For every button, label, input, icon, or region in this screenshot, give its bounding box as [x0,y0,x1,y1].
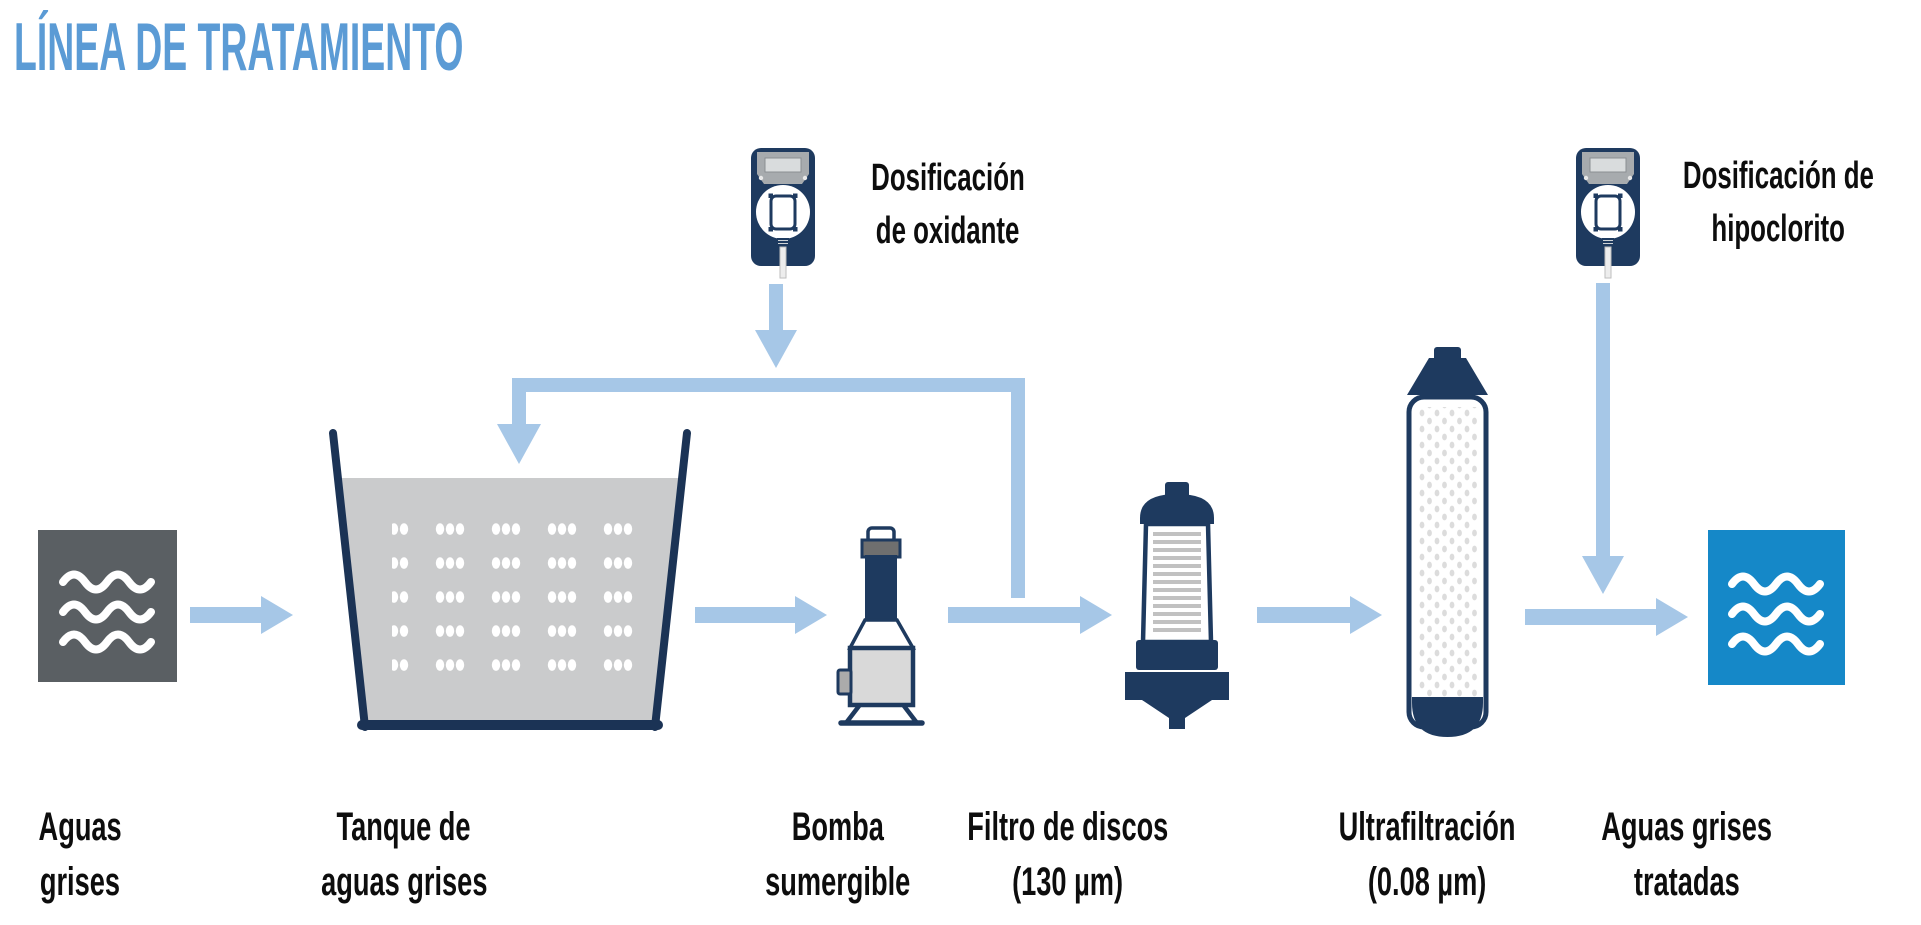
hypochlorite-dosing-pump-icon [1576,148,1640,279]
filter-knob [1165,482,1189,498]
label-bomba: Bomba sumergible [658,800,1018,910]
flow-arrow-2-shaft [695,607,797,623]
pump-shoulder [847,618,917,650]
label-line: Filtro de discos [967,805,1169,849]
oxidant-dosing-arrow-head [755,330,797,368]
recirculation-line-horizontal [512,378,1025,392]
dosing-pump-valve-lines [1603,240,1613,244]
oxidant-dosing-pump-icon [751,148,815,279]
uf-bottom-cap [1412,697,1483,737]
recirculation-arrow-head [497,424,541,464]
dosing-pump-tube [1604,246,1612,279]
label-line: sumergible [765,860,911,904]
flow-arrow-4-head [1350,596,1382,634]
pump-outlet [836,668,853,696]
submersible-pump-icon [836,526,925,726]
greywater-source-icon [38,530,177,682]
water-waves-icon [1728,572,1824,656]
page-title: LÍNEA DE TRATAMIENTO [14,8,831,86]
recirculation-line-vertical [1011,378,1025,598]
dosing-pump-head [756,185,810,239]
label-line: (130 µm) [1012,860,1124,904]
flow-arrow-3-shaft [948,607,1082,623]
recirculation-line-drop [512,390,526,424]
flow-arrow-4-shaft [1257,607,1352,623]
oxidant-dosing-arrow-shaft [769,284,783,330]
label-aguas-grises: Aguas grises [0,800,260,910]
filter-base-bar [1125,672,1229,700]
dosing-pump-head [1581,185,1635,239]
dosing-pump-screen [764,157,802,173]
dosing-pump-head-frame [1594,194,1622,231]
label-line: Ultrafiltración [1338,805,1516,849]
label-line: hipoclorito [1711,208,1845,250]
filter-base-stub [1142,700,1212,729]
label-line: aguas grises [320,860,488,904]
label-line: (0.08 µm) [1367,860,1487,904]
flow-arrow-3-head [1080,596,1112,634]
label-line: grises [39,860,121,904]
label-line: Dosificación de [1682,155,1874,197]
tank-icon [329,429,691,731]
flow-arrow-5-shaft [1525,609,1658,625]
label-filtro: Filtro de discos (130 µm) [888,800,1248,910]
pump-cap [860,538,902,559]
filter-collar [1136,640,1218,670]
ultrafiltration-icon [1406,347,1489,737]
uf-knob [1434,347,1461,361]
label-ultrafiltracion: Ultrafiltración (0.08 µm) [1247,800,1607,910]
label-dosificacion-hipoclorito: Dosificación de hipoclorito [1598,150,1921,256]
treated-water-icon [1708,530,1845,685]
dosing-pump-screw [1583,175,1589,181]
water-waves-icon [59,570,155,654]
pump-body [847,645,916,708]
dosing-pump-valve [1602,238,1614,247]
dosing-pump-valve-lines [778,240,788,244]
pump-legs [838,703,925,726]
label-line: Bomba [791,805,885,849]
dosing-pump-screen [1589,157,1627,173]
dosing-pump-screw [802,175,808,181]
label-line: de oxidante [876,210,1020,252]
tank-walls [329,429,691,731]
uf-membrane-texture [1417,407,1478,707]
dosing-pump-head-ticks [1593,193,1623,232]
dosing-pump-tube [779,246,787,279]
flow-arrow-5-head [1656,598,1688,636]
pump-column [865,555,897,622]
uf-cap [1407,358,1488,395]
tank-bubbles [392,518,638,688]
hypochlorite-dosing-arrow-head [1582,556,1624,594]
dosing-pump-screw [1627,175,1633,181]
label-line: Aguas [38,805,122,849]
filter-discs [1153,532,1201,632]
dosing-pump-valve [777,238,789,247]
label-line: Aguas grises [1601,805,1773,849]
dosing-pump-screw [758,175,764,181]
label-dosificacion-oxidante: Dosificación de oxidante [768,152,1128,258]
filter-dome [1140,494,1214,524]
dosing-pump-head-ticks [768,193,798,232]
page-title-text: LÍNEA DE TRATAMIENTO [14,9,464,85]
label-line: tratadas [1634,860,1740,904]
flow-arrow-1-head [261,596,293,634]
label-tanque: Tanque de aguas grises [224,800,584,910]
flow-arrow-2-head [795,596,827,634]
flow-arrow-1-shaft [190,607,265,623]
dosing-pump-head-frame [769,194,797,231]
label-tratadas: Aguas grises tratadas [1507,800,1867,910]
label-line: Dosificación [871,157,1025,199]
label-line: Tanque de [336,805,472,849]
hypochlorite-dosing-arrow-shaft [1596,283,1610,556]
disc-filter-icon [1125,482,1229,729]
